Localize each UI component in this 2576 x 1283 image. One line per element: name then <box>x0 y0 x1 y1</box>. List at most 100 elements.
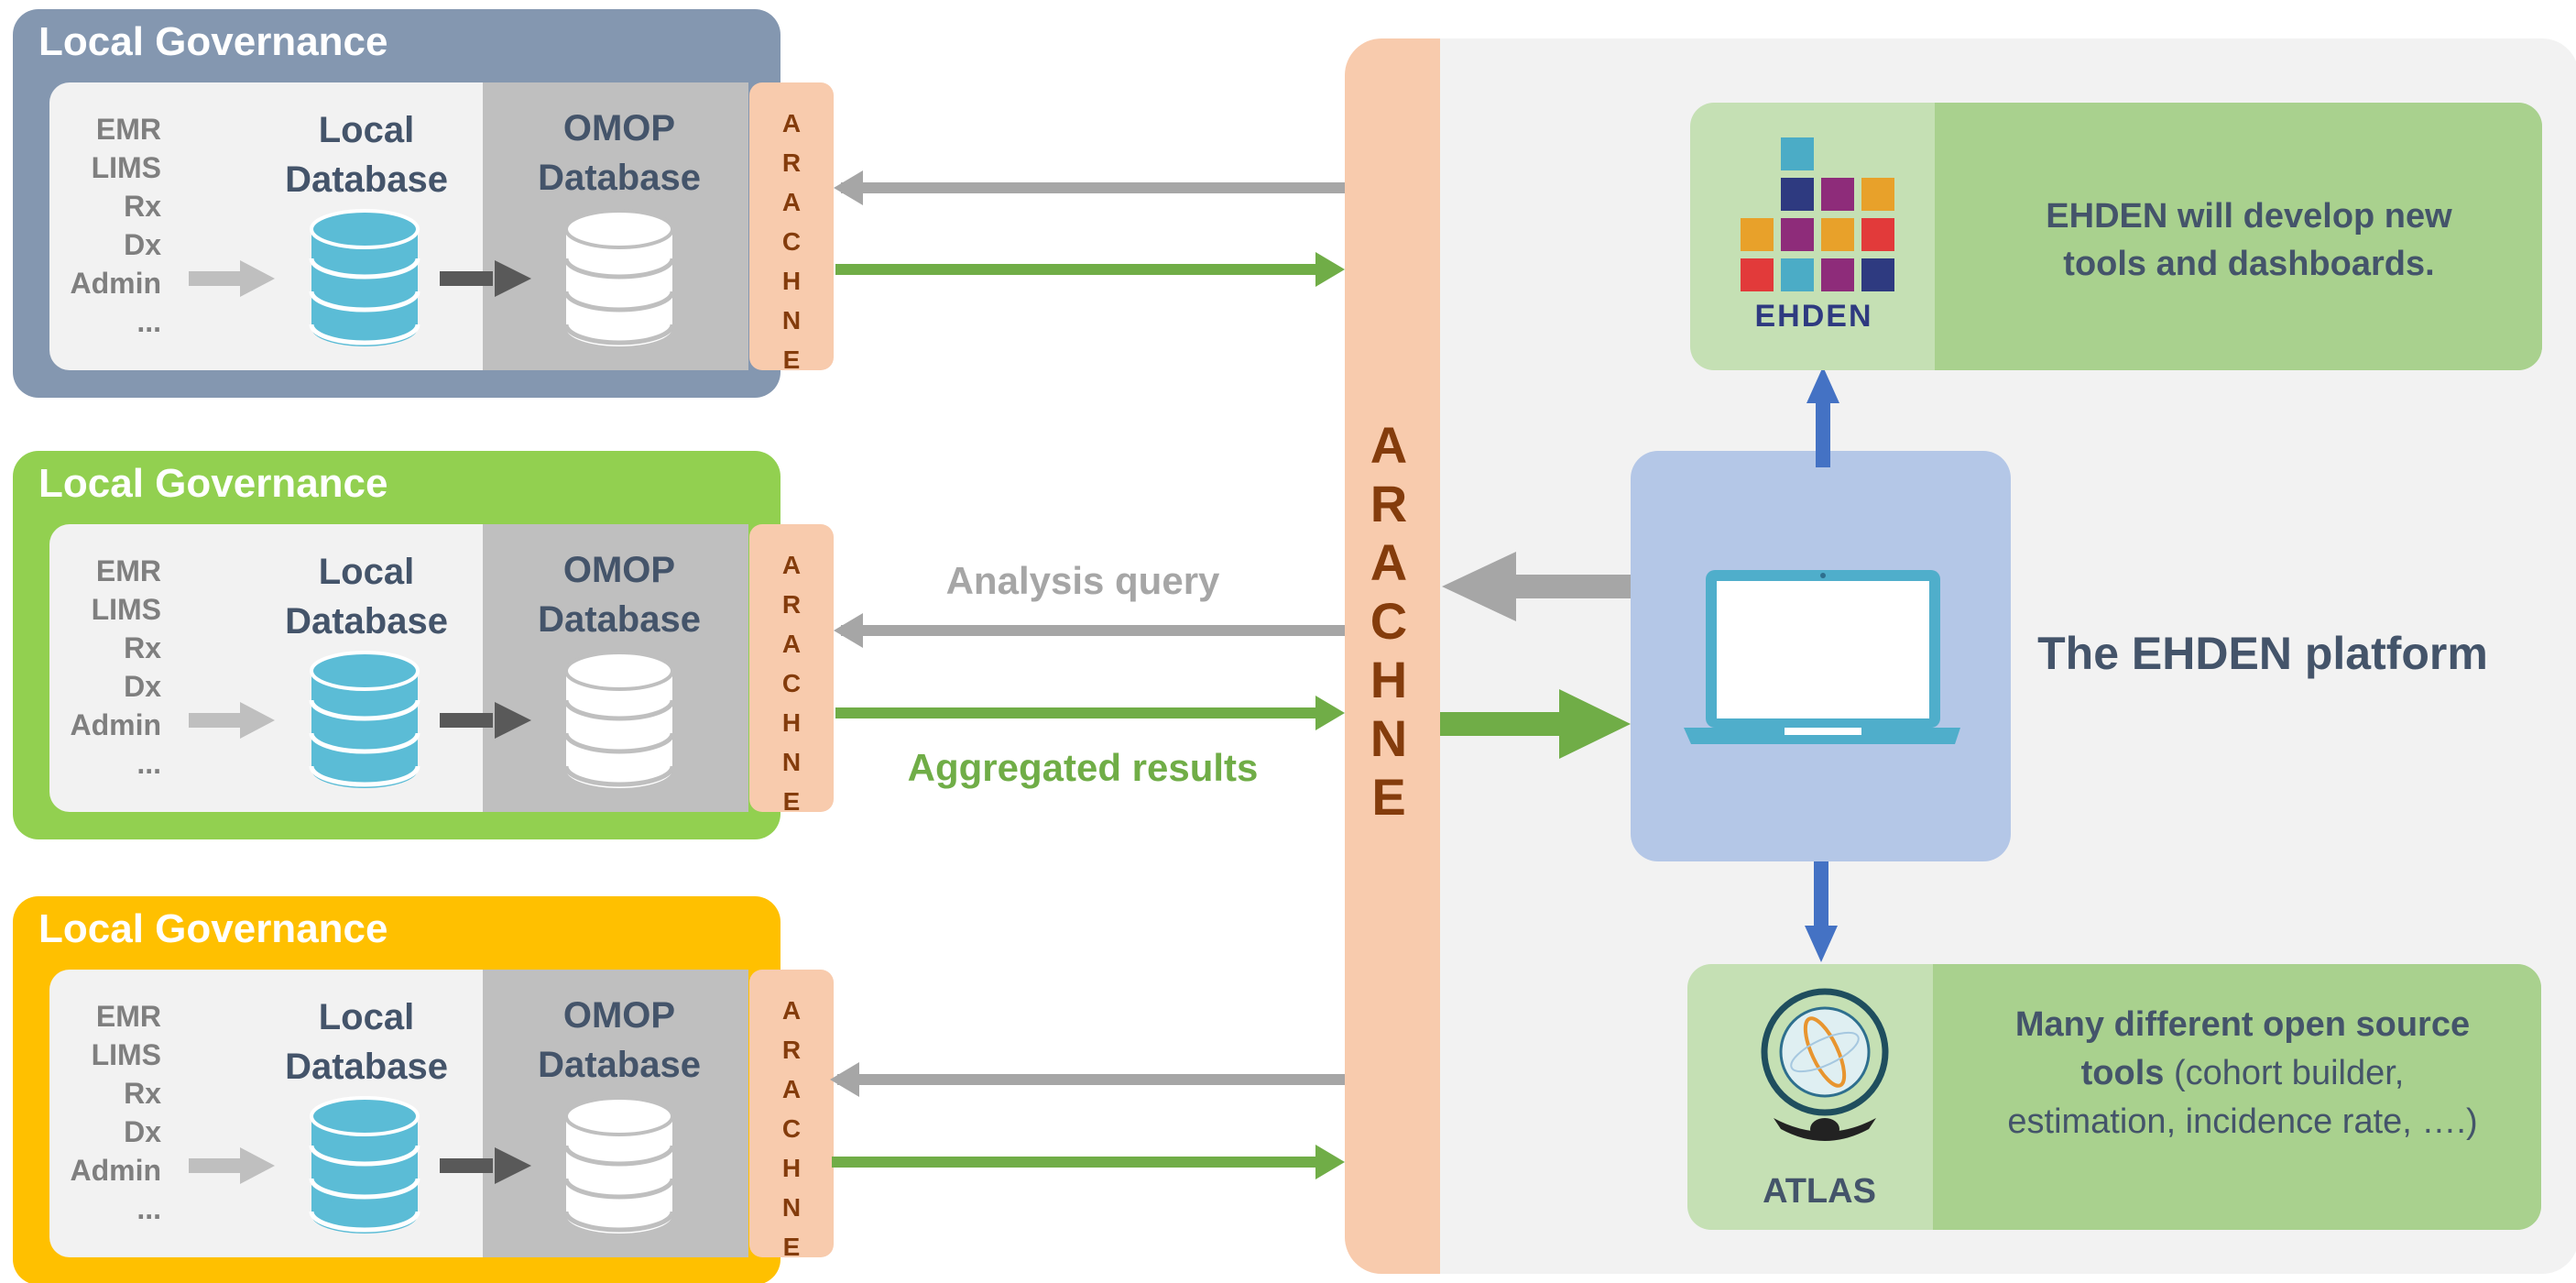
source-label: ... <box>136 747 161 780</box>
node-arachne-letter: E <box>783 345 801 374</box>
atlas-description-line-1: Many different open source <box>2015 1005 2470 1044</box>
source-label: Admin <box>70 267 161 300</box>
local-database-icon <box>309 209 420 346</box>
node-arachne-letter: C <box>782 669 801 697</box>
node-arachne-letter: A <box>782 188 801 216</box>
source-arrow <box>189 271 242 286</box>
ehden-logo-square <box>1861 178 1894 211</box>
source-label: Dx <box>124 670 161 703</box>
source-label: LIMS <box>92 151 161 184</box>
governance-title: Local Governance <box>38 19 387 64</box>
central-arachne-letter: N <box>1370 709 1407 767</box>
central-arachne-letter: H <box>1370 651 1407 708</box>
up-arrow-to-ehden <box>1806 367 1839 467</box>
source-label: EMR <box>96 554 161 587</box>
local-db-label: Database <box>285 601 448 642</box>
atlas-description-bold: tools <box>2081 1054 2165 1092</box>
local-database-icon <box>309 1096 420 1234</box>
etl-arrow <box>440 713 493 728</box>
node-arachne-letter: A <box>782 1075 801 1103</box>
down-arrow-to-atlas <box>1805 861 1838 962</box>
source-label: ... <box>136 305 161 338</box>
node-arachne-letter: E <box>783 1233 801 1261</box>
node-arachne-letter: N <box>782 1193 801 1222</box>
node-arachne-letter: A <box>782 551 801 579</box>
node-1-arrows <box>834 170 1345 287</box>
atlas-logo <box>1761 988 1889 1141</box>
omop-db-label: OMOP <box>563 550 675 590</box>
platform-result-arrow <box>1440 689 1631 759</box>
source-label: Rx <box>124 190 161 223</box>
omop-database-icon <box>563 209 675 346</box>
source-label: Admin <box>70 1154 161 1187</box>
central-arachne-letter: R <box>1370 475 1407 532</box>
ehden-logo-square <box>1781 178 1814 211</box>
omop-database-icon <box>563 651 675 788</box>
source-arrow <box>189 713 242 728</box>
local-governance-node-3: Local GovernanceEMRLIMSRxDxAdmin...Local… <box>13 896 834 1283</box>
node-arachne-letter: R <box>782 590 801 619</box>
source-label: EMR <box>96 1000 161 1033</box>
node-arachne-letter: C <box>782 1114 801 1143</box>
ehden-logo-square <box>1861 218 1894 251</box>
local-database-icon <box>309 651 420 788</box>
atlas-description-panel <box>1933 964 2541 1230</box>
node-arachne-letter: A <box>782 109 801 137</box>
atlas-logo-text: ATLAS <box>1763 1172 1876 1211</box>
node-arachne-tab <box>749 524 834 812</box>
source-label: Dx <box>124 228 161 261</box>
atlas-description-line-2: tools (cohort builder, <box>2081 1054 2405 1092</box>
node-arachne-letter: N <box>782 748 801 776</box>
source-label: Rx <box>124 631 161 664</box>
source-arrow <box>189 1158 242 1173</box>
local-db-label: Local <box>319 552 414 592</box>
ehden-logo-text: EHDEN <box>1754 299 1872 334</box>
etl-arrow <box>440 271 493 286</box>
local-db-label: Database <box>285 1047 448 1087</box>
source-label: Rx <box>124 1077 161 1110</box>
ehden-logo-square <box>1821 258 1854 291</box>
ehden-logo-square <box>1821 178 1854 211</box>
laptop-icon <box>1684 570 1960 744</box>
node-arachne-letter: A <box>782 996 801 1025</box>
node-arachne-letter: N <box>782 306 801 334</box>
node-arachne-letter: E <box>783 787 801 816</box>
ehden-logo-square <box>1821 218 1854 251</box>
source-label: EMR <box>96 113 161 146</box>
source-label: Admin <box>70 708 161 741</box>
omop-db-label: OMOP <box>563 108 675 148</box>
node-arachne-letter: H <box>782 1154 801 1182</box>
node-arachne-letter: C <box>782 227 801 256</box>
node-arachne-tab <box>749 82 834 370</box>
node-arachne-tab <box>749 970 834 1257</box>
platform-label: The EHDEN platform <box>2037 628 2488 679</box>
omop-db-label: OMOP <box>563 995 675 1036</box>
central-arachne-letter: C <box>1370 592 1407 650</box>
source-label: LIMS <box>92 593 161 626</box>
central-arachne-letter: A <box>1370 533 1407 591</box>
ehden-logo-square <box>1861 258 1894 291</box>
governance-title: Local Governance <box>38 906 387 951</box>
ehden-description-line-2: tools and dashboards. <box>2063 245 2434 283</box>
local-db-label: Local <box>319 110 414 150</box>
source-label: Dx <box>124 1115 161 1148</box>
atlas-description-line-3: estimation, incidence rate, ….) <box>2007 1102 2477 1141</box>
governance-title: Local Governance <box>38 461 387 506</box>
ehden-logo <box>1741 137 1894 291</box>
analysis-query-label: Analysis query <box>946 559 1220 602</box>
local-db-label: Local <box>319 997 414 1037</box>
ehden-logo-square <box>1781 258 1814 291</box>
source-label: ... <box>136 1192 161 1225</box>
node-arachne-letter: R <box>782 1036 801 1064</box>
node-arachne-letter: H <box>782 708 801 737</box>
ehden-logo-square <box>1741 258 1774 291</box>
local-db-label: Database <box>285 159 448 200</box>
ehden-logo-square <box>1781 137 1814 170</box>
central-arachne-letter: E <box>1371 768 1405 826</box>
ehden-logo-square <box>1781 218 1814 251</box>
omop-db-label: Database <box>538 158 701 198</box>
